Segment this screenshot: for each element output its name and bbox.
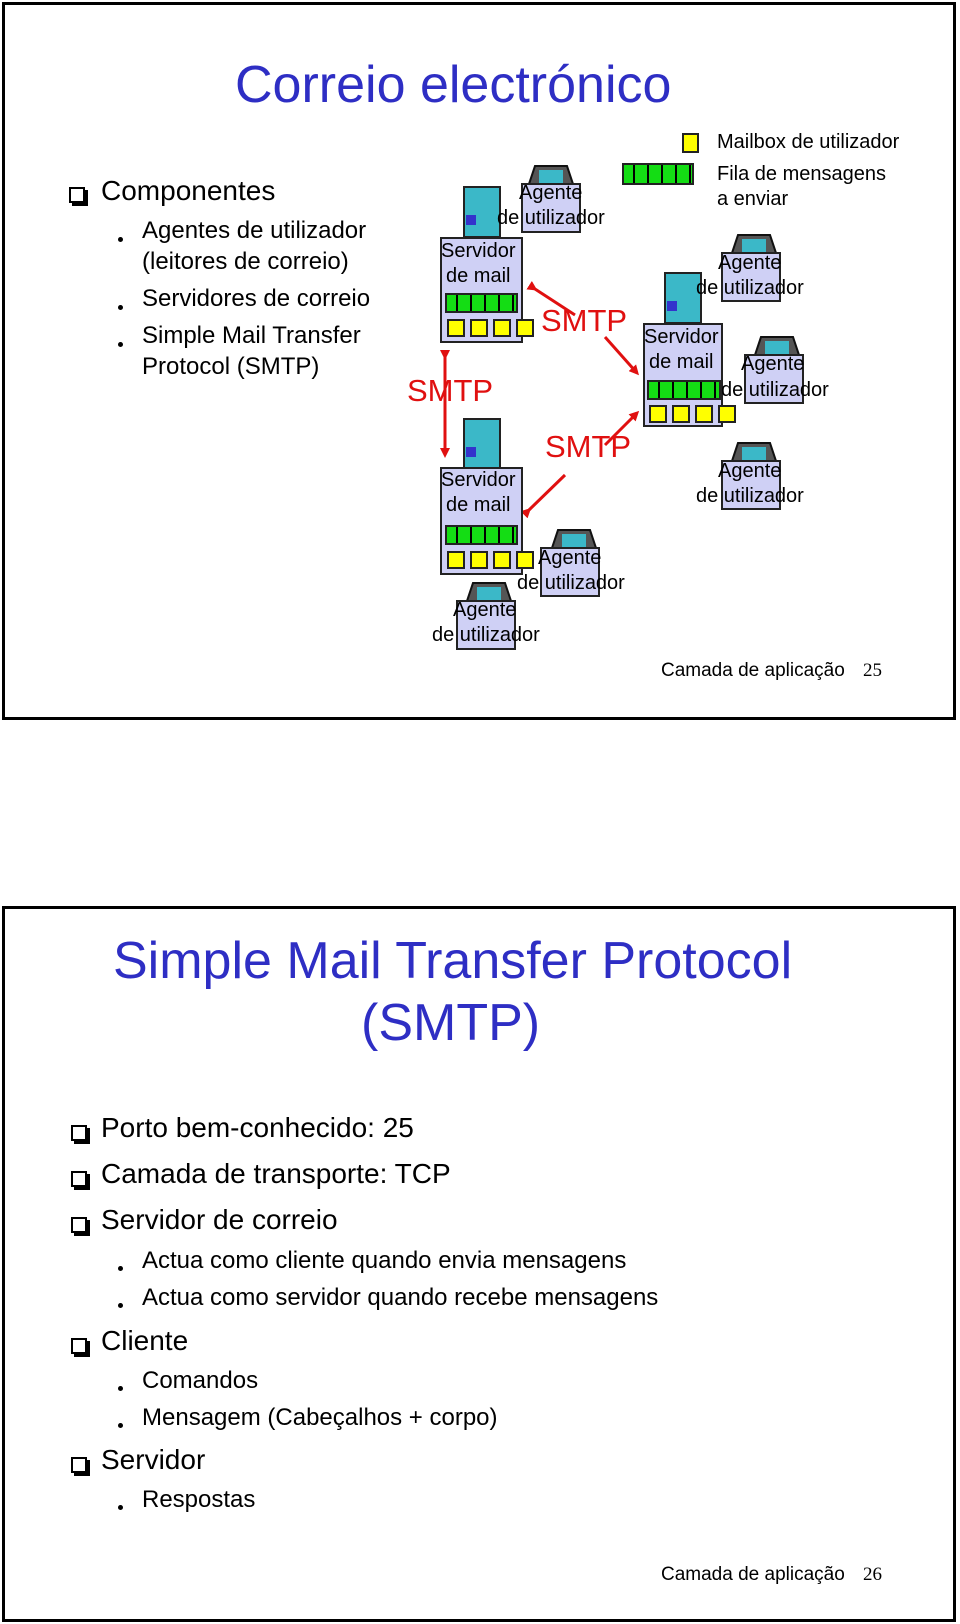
slide-title: Simple Mail Transfer Protocol bbox=[113, 932, 793, 990]
user-agent bbox=[721, 460, 781, 510]
agent-label: de utilizador bbox=[696, 277, 804, 299]
sub-item: Actua como servidor quando recebe mensag… bbox=[142, 1284, 659, 1311]
user-agent bbox=[456, 600, 516, 650]
sub-line: Servidores de correio bbox=[142, 285, 371, 312]
slide-email: Correio electrónico Componentes Agentes … bbox=[2, 2, 956, 720]
message-queue-icon bbox=[647, 380, 721, 400]
agent-label: de utilizador bbox=[497, 207, 605, 229]
user-agent bbox=[521, 183, 581, 233]
server-label: Servidor bbox=[441, 240, 516, 262]
slide-footer: Camada de aplicação bbox=[661, 660, 845, 681]
sub-line: Agentes de utilizador bbox=[142, 217, 367, 244]
sub-line: Simple Mail Transfer bbox=[142, 322, 361, 349]
agent-label: de utilizador bbox=[696, 485, 804, 507]
server-tower-icon bbox=[463, 186, 501, 238]
list-item: Cliente bbox=[101, 1325, 189, 1356]
server-label: Servidor bbox=[644, 326, 719, 348]
legend-mailbox: Mailbox de utilizador bbox=[717, 131, 900, 153]
checkbox-bullet-icon bbox=[69, 187, 88, 206]
agent-label: Agente bbox=[718, 252, 782, 274]
agent-label: Agente bbox=[519, 182, 583, 204]
server-label: de mail bbox=[446, 494, 511, 516]
agent-label: de utilizador bbox=[517, 572, 625, 594]
user-agent bbox=[540, 547, 600, 597]
smtp-label: SMTP bbox=[541, 303, 628, 338]
mailbox-legend-icon bbox=[682, 133, 699, 153]
sub-line: (leitores de correio) bbox=[142, 248, 349, 275]
sub-line: Protocol (SMTP) bbox=[142, 353, 320, 380]
smtp-arrows bbox=[440, 280, 640, 519]
agent-label: de utilizador bbox=[432, 624, 540, 646]
bullet-dot-icon bbox=[118, 342, 123, 347]
mailbox-row-icon bbox=[447, 319, 534, 337]
agent-label: Agente bbox=[453, 599, 517, 621]
slide-title: (SMTP) bbox=[361, 994, 541, 1052]
legend-queue: Fila de mensagens bbox=[717, 163, 886, 185]
sub-item: Mensagem (Cabeçalhos + corpo) bbox=[142, 1404, 498, 1431]
smtp-label: SMTP bbox=[545, 429, 632, 464]
slide-title: Correio electrónico bbox=[235, 56, 672, 114]
bullet-componentes: Componentes bbox=[101, 175, 276, 206]
checkbox-bullet-icon bbox=[71, 1217, 90, 1236]
agent-label: Agente bbox=[718, 460, 782, 482]
bullet-dot-icon bbox=[118, 237, 123, 242]
sub-item: Comandos bbox=[142, 1367, 259, 1394]
checkbox-bullet-icon bbox=[71, 1338, 90, 1357]
bullet-dot-icon bbox=[118, 305, 123, 310]
agent-label: de utilizador bbox=[721, 379, 829, 401]
list-item: Servidor de correio bbox=[101, 1204, 338, 1235]
list-item: Porto bem-conhecido: 25 bbox=[101, 1112, 414, 1143]
sub-item: Actua como cliente quando envia mensagen… bbox=[142, 1247, 627, 1274]
smtp-label: SMTP bbox=[407, 373, 494, 408]
slide-smtp: Simple Mail Transfer Protocol (SMTP) Por… bbox=[2, 906, 956, 1622]
bullet-dot-icon bbox=[118, 1505, 123, 1510]
mailbox-row-icon bbox=[447, 551, 534, 569]
page-number: 26 bbox=[863, 1564, 882, 1585]
server-label: de mail bbox=[649, 351, 714, 373]
message-queue-icon bbox=[445, 293, 518, 313]
bullet-dot-icon bbox=[118, 1423, 123, 1428]
agent-label: Agente bbox=[538, 547, 602, 569]
list-item: Servidor bbox=[101, 1444, 206, 1475]
checkbox-bullet-icon bbox=[71, 1171, 90, 1190]
bullet-dot-icon bbox=[118, 1386, 123, 1391]
agent-label: Agente bbox=[741, 353, 805, 375]
mailbox-row-icon bbox=[649, 405, 736, 423]
bullet-dot-icon bbox=[118, 1303, 123, 1308]
user-agent bbox=[744, 354, 804, 404]
user-agent bbox=[721, 252, 781, 302]
server-label: Servidor bbox=[441, 469, 516, 491]
checkbox-bullet-icon bbox=[71, 1457, 90, 1476]
bullet-dot-icon bbox=[118, 1266, 123, 1271]
slide-footer: Camada de aplicação bbox=[661, 1564, 845, 1585]
server-label: de mail bbox=[446, 265, 511, 287]
checkbox-bullet-icon bbox=[71, 1125, 90, 1144]
server-tower-icon bbox=[463, 418, 501, 470]
queue-legend-icon bbox=[622, 163, 694, 185]
sub-item: Respostas bbox=[142, 1486, 256, 1513]
legend-queue: a enviar bbox=[717, 188, 789, 210]
list-item: Camada de transporte: TCP bbox=[101, 1158, 451, 1189]
page-number: 25 bbox=[863, 660, 882, 681]
message-queue-icon bbox=[445, 525, 518, 545]
